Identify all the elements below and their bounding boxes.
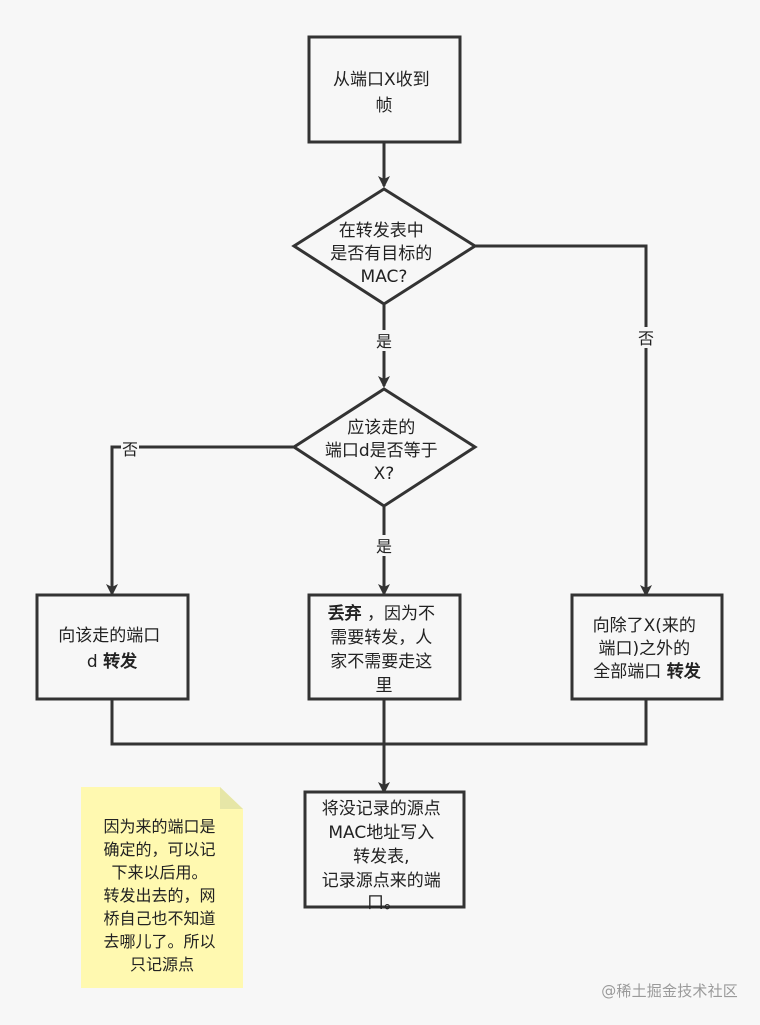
start-box	[307, 35, 462, 144]
label-no-1: 否	[638, 329, 654, 348]
note-card-fold	[220, 787, 243, 809]
discard-line: 家不需要走这	[330, 652, 432, 672]
decision-mac-line: 是否有目标的	[330, 244, 432, 264]
decision-port-line: X?	[374, 464, 395, 484]
discard-line: 需要转发，人	[330, 628, 432, 648]
decision-port-line: 端口d是否等于	[325, 441, 438, 461]
note-line: 转发出去的，网	[103, 886, 215, 905]
record-line: 将没记录的源点	[322, 799, 441, 819]
decision-port-text: 应该走的 端口d是否等于 X?	[325, 418, 443, 484]
note-line: 去哪儿了。所以	[103, 932, 215, 951]
flood-box	[570, 593, 724, 701]
start-box-text: 从端口X收到 帧	[333, 70, 435, 116]
connector-decision-mac-to-flood	[475, 244, 652, 597]
flood-target: 全部端口	[593, 662, 661, 682]
discard-action: 丢弃	[328, 603, 362, 624]
label-no-2: 否	[122, 440, 138, 459]
decision-mac-text: 在转发表中 是否有目标的 MAC?	[330, 221, 437, 287]
decision-port-line: 应该走的	[347, 418, 415, 438]
record-line: 转发表,	[353, 847, 409, 867]
forward-d-port: d	[87, 652, 98, 672]
flood-line: 端口)之外的	[598, 639, 690, 659]
discard-line: 里	[376, 676, 393, 696]
forward-d-box	[35, 593, 190, 701]
flood-action: 转发	[667, 661, 702, 682]
flood-line-3: 全部端口 转发	[593, 661, 701, 682]
note-line: 只记源点	[130, 955, 194, 974]
note-line: 桥自己也不知道	[103, 909, 215, 928]
record-line: 口。	[367, 893, 401, 913]
forward-d-text: 向该走的端口 d 转发	[58, 626, 165, 672]
forward-d-action: 转发	[103, 651, 138, 672]
label-yes-1: 是	[376, 332, 392, 351]
label-yes-2-bg	[375, 535, 393, 556]
label-yes-2: 是	[376, 537, 392, 556]
connector-flood-to-merge	[384, 699, 648, 746]
decision-mac-line: 在转发表中	[339, 221, 424, 241]
discard-text: 丢弃 ，因为不 需要转发，人 家不需要走这 里	[328, 603, 441, 696]
start-box-line: 帧	[376, 96, 393, 116]
connector-decision-port-to-forward-d	[106, 445, 294, 596]
record-box	[303, 790, 466, 909]
flood-text: 向除了X(来的 端口)之外的 全部端口 转发	[593, 616, 702, 682]
note-card	[81, 787, 243, 988]
note-line: 因为来的端口是	[103, 817, 215, 836]
discard-reason: ，因为不	[367, 604, 435, 624]
label-no-2-bg	[121, 438, 139, 459]
note-line: 确定的，可以记	[103, 840, 215, 859]
decision-mac-diamond	[291, 187, 478, 306]
record-line: 记录源点来的端	[322, 871, 441, 891]
record-text: 将没记录的源点 MAC地址写入 转发表, 记录源点来的端 口。	[322, 799, 446, 913]
record-line: MAC地址写入	[328, 823, 434, 843]
note-text: 因为来的端口是 确定的，可以记 下来以后用。 转发出去的，网 桥自己也不知道 去…	[103, 817, 220, 974]
discard-box	[307, 593, 462, 701]
flood-line: 向除了X(来的	[593, 616, 696, 636]
decision-mac-line: MAC?	[361, 267, 408, 287]
forward-d-line: 向该走的端口	[58, 626, 160, 646]
connector-forward-d-to-merge	[110, 699, 384, 746]
watermark: @稀土掘金技术社区	[601, 982, 738, 1000]
label-no-1-bg	[637, 327, 655, 348]
label-yes-1-bg	[375, 330, 393, 351]
discard-line-1: 丢弃 ，因为不	[328, 603, 441, 624]
note-line: 下来以后用。	[111, 863, 207, 882]
forward-d-line-2: d 转发	[87, 651, 138, 672]
start-box-line: 从端口X收到	[333, 70, 430, 90]
decision-port-diamond	[291, 387, 478, 508]
